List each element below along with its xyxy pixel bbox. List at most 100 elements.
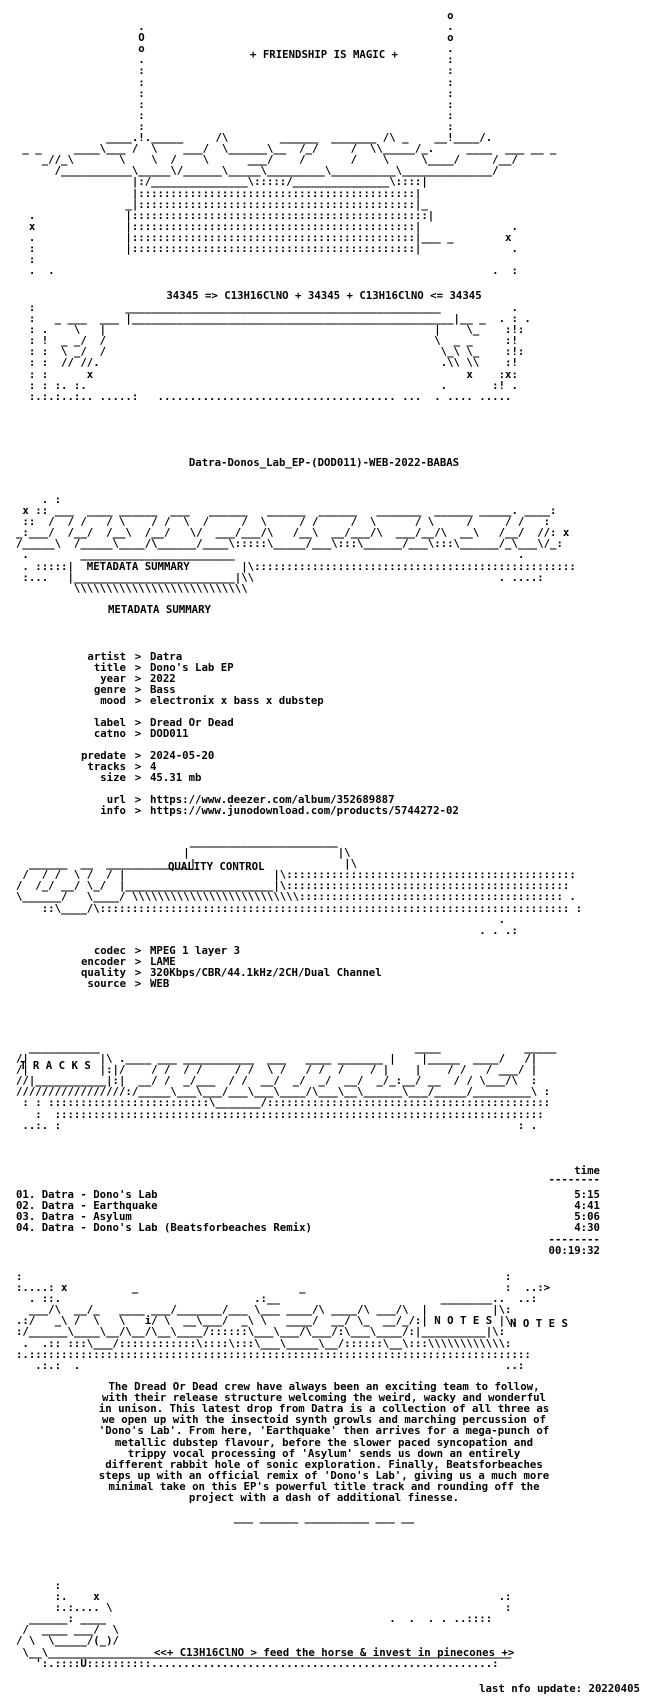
metadata-value: Datra <box>150 650 183 663</box>
metadata-value: DOD011 <box>150 727 189 740</box>
metadata-row: catno > DOD011 <box>0 727 189 740</box>
metadata-key: info <box>100 804 126 817</box>
footer-last-update: last nfo update: 20220405 <box>479 1682 640 1695</box>
metadata-value: 2022 <box>150 672 176 685</box>
metadata-separator: > <box>134 804 142 817</box>
quality-key: codec <box>93 944 126 957</box>
notes-section-title: N O T E S <box>510 1317 568 1330</box>
header-ascii-art: o . . O o o <box>22 9 557 278</box>
header-formula: 34345 => C13H16ClNO + 34345 + C13H16ClNO… <box>166 289 482 302</box>
metadata-row: tracks >4 <box>0 760 156 773</box>
quality-value: WEB <box>150 977 170 990</box>
metadata-row: label > Dread Or Dead <box>0 716 234 729</box>
notes-line: metallic dubstep flavour, before the slo… <box>114 1435 534 1449</box>
quality-value: LAME <box>150 955 176 968</box>
metadata-separator: > <box>134 760 142 773</box>
tracks-time-header: time <box>574 1164 600 1177</box>
quality-key: source <box>87 977 126 990</box>
metadata-row: genre > Bass <box>0 683 176 696</box>
track-name: 04. Datra - Dono's Lab (Beatsforbeaches … <box>16 1221 312 1234</box>
quality-value: 320Kbps/CBR/44.1kHz/2CH/Dual Channel <box>150 966 382 979</box>
metadata-ascii-art: . : x :: ___ ____ ______ ___ ______ ____… <box>16 493 576 595</box>
metadata-key: label <box>93 716 126 729</box>
metadata-value: Dread Or Dead <box>150 716 234 729</box>
notes-line: The Dread Or Dead crew have always been … <box>108 1380 540 1393</box>
notes-line: steps up with an official remix of 'Dono… <box>98 1468 550 1482</box>
tracks-total: 00:19:32 <box>548 1244 600 1257</box>
metadata-section-title: METADATA SUMMARY <box>108 603 211 616</box>
notes-line: in unison. This latest drop from Datra i… <box>98 1402 550 1416</box>
quality-key: quality <box>80 966 126 979</box>
metadata-separator: > <box>134 650 142 663</box>
metadata-separator: > <box>134 727 142 740</box>
tracks-section-title: T R A C K S <box>20 1059 91 1072</box>
metadata-row: title > Dono's Lab EP <box>0 661 234 674</box>
metadata-value: 45.31 mb <box>150 771 202 784</box>
quality-row: quality >320Kbps/CBR/44.1kHz/2CH/Dual Cha… <box>0 966 382 979</box>
metadata-value: Bass <box>150 683 176 696</box>
quality-row: encoder > LAME <box>0 955 176 968</box>
quality-key: encoder <box>80 955 126 968</box>
notes-ascii-art: : : :....: x _ _ : ..:> . ::. . <box>16 1270 551 1372</box>
metadata-row: size >45.31 mb <box>0 771 201 784</box>
metadata-separator: > <box>134 683 142 696</box>
track-name: 03. Datra - Asylum <box>16 1210 132 1223</box>
metadata-key: title <box>93 661 126 674</box>
metadata-key: predate <box>80 749 126 762</box>
metadata-key: tracks <box>87 760 126 773</box>
metadata-separator: > <box>134 716 142 729</box>
notes-divider: ___ ______ __________ ___ __ <box>233 1511 415 1524</box>
metadata-key: artist <box>87 650 126 663</box>
metadata-row: predate >2024-05-20 <box>0 749 214 762</box>
quality-separator: > <box>134 955 142 968</box>
notes-line: minimal take on this EP's powerful title… <box>108 1479 540 1493</box>
metadata-value: electronix x bass x dubstep <box>150 694 324 707</box>
notes-line: 'Dono's Lab'. From here, 'Earthquake' th… <box>98 1424 550 1438</box>
quality-ascii-art: _______________________ | |\ ______ __ _… <box>16 835 583 937</box>
metadata-value: Dono's Lab EP <box>150 661 234 674</box>
track-time: 5:06 <box>574 1210 600 1223</box>
notes-line: project with a dash of additional finess… <box>188 1491 460 1504</box>
metadata-key: mood <box>100 694 126 707</box>
notes-line: trippy vocal processing of 'Asylum' send… <box>127 1446 521 1460</box>
metadata-separator: > <box>134 771 142 784</box>
tracks-ascii-art: ___________ ____ _____ /| |\ .____ ___ _… <box>16 1041 557 1132</box>
track-time: 4:30 <box>574 1221 600 1234</box>
metadata-row: year>2022 <box>0 672 176 685</box>
footer-slogan: <<+ C13H16ClNO > feed the horse & invest… <box>154 1646 515 1659</box>
quality-row: codec > MPEG 1 layer 3 <box>0 944 240 957</box>
quality-row: source > WEB <box>0 977 169 990</box>
quality-section-title: QUALITY CONTROL <box>168 860 265 873</box>
metadata-value: 2024-05-20 <box>150 749 215 762</box>
release-name: Datra-Donos_Lab_EP-(DOD011)-WEB-2022-BAB… <box>188 456 460 469</box>
metadata-value[interactable]: https://www.deezer.com/album/352689887 <box>150 793 395 806</box>
metadata-separator: > <box>134 661 142 674</box>
quality-separator: > <box>134 966 142 979</box>
metadata-row: mood > electronix x bass x dubstep <box>0 694 324 707</box>
metadata-key: genre <box>93 683 126 696</box>
metadata-key: catno <box>93 727 126 740</box>
metadata-separator: > <box>134 793 142 806</box>
footer-ascii-art: : :. x .: :.:.... \ : ______: ____ <box>16 1579 512 1670</box>
metadata-separator: > <box>134 749 142 762</box>
quality-separator: > <box>134 977 142 990</box>
header-ascii-base: : ______________________________________… <box>28 301 531 403</box>
quality-value: MPEG 1 layer 3 <box>150 944 241 957</box>
metadata-separator: > <box>134 694 142 707</box>
notes-line: different rabbit hole of sonic explorati… <box>105 1457 543 1471</box>
metadata-value: 4 <box>150 760 157 773</box>
notes-line: with their release structure welcoming t… <box>102 1391 546 1405</box>
track-time: 5:15 <box>574 1188 600 1201</box>
metadata-key: size <box>100 771 126 784</box>
metadata-row: artist > Datra <box>0 650 182 663</box>
metadata-row: url > https://www.deezer.com/album/3526898… <box>0 793 395 806</box>
track-time: 4:41 <box>574 1199 600 1212</box>
notes-line: we open up with the insectoid synth grow… <box>102 1413 546 1427</box>
metadata-value[interactable]: https://www.junodownload.com/products/57… <box>150 804 459 817</box>
header-tagline: + FRIENDSHIP IS MAGIC + <box>250 48 398 61</box>
metadata-row: info > https://www.junodownload.com/produc… <box>0 804 459 817</box>
metadata-key: url <box>106 793 126 806</box>
quality-separator: > <box>134 944 142 957</box>
metadata-separator: > <box>134 672 142 685</box>
